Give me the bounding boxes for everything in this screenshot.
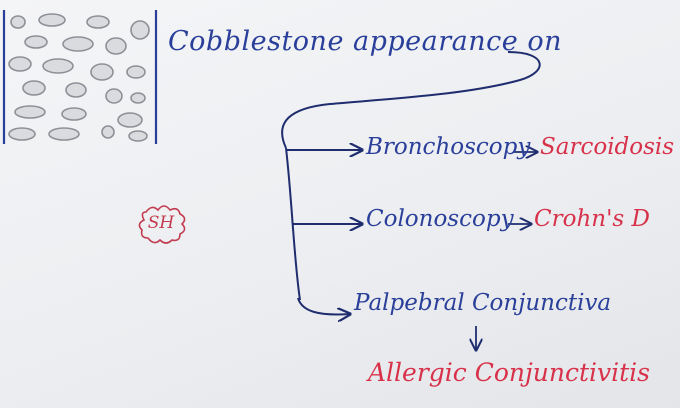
- branch-bronchoscopy-label: Bronchoscopy: [366, 134, 531, 160]
- badge-outline: [138, 205, 186, 244]
- branch-allergic-label: Allergic Conjunctivitis: [368, 358, 651, 387]
- branch-colonoscopy-label: Colonoscopy: [366, 206, 514, 232]
- branch-palpebral-label: Palpebral Conjunctiva: [354, 290, 612, 316]
- branch-trunk: [285, 147, 301, 301]
- arrow-to-palpebral: [297, 297, 350, 314]
- connector-curve: [281, 51, 541, 149]
- branch-crohns-label: Crohn's D: [534, 206, 650, 232]
- branch-sarcoidosis-label: Sarcoidosis: [540, 134, 675, 160]
- cobblestone-illustration: [2, 10, 158, 144]
- diagram-title: Cobblestone appearance on: [168, 26, 562, 57]
- sh-badge: SH: [147, 213, 175, 233]
